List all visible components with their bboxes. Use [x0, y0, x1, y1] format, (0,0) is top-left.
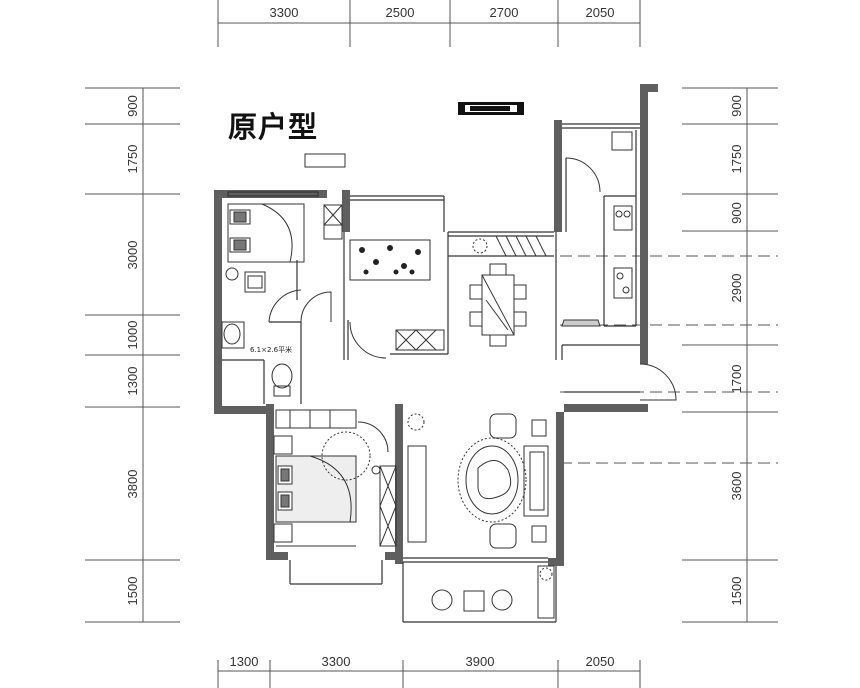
- bottom-dim-3: 3900: [466, 654, 495, 669]
- furniture: [221, 131, 633, 619]
- door-swings: [268, 157, 677, 453]
- bottom-dim-4: 2050: [586, 654, 615, 669]
- sofa: [523, 445, 549, 517]
- balcony-table: [463, 590, 485, 612]
- right-dim-7: 1500: [729, 577, 744, 606]
- range-hood: [561, 319, 601, 327]
- walls: [214, 84, 658, 566]
- living-rug: [457, 437, 527, 523]
- round-chair: [321, 431, 371, 481]
- axis-dashed-lines: [560, 255, 778, 464]
- right-dim-5: 1700: [729, 365, 744, 394]
- left-dimension-line: [85, 87, 180, 623]
- left-dim-6: 3800: [125, 470, 140, 499]
- dining-chair: [489, 334, 507, 347]
- right-dim-4: 2900: [729, 274, 744, 303]
- coffee-table: [477, 460, 512, 500]
- armchair: [489, 413, 517, 439]
- left-dim-1: 900: [125, 95, 140, 117]
- side-table: [531, 525, 547, 543]
- top-dimension-line: [217, 0, 641, 47]
- dining-chair: [513, 284, 527, 300]
- bathroom-area-note: 6.1×2.6平米: [250, 345, 292, 354]
- left-dim-5: 1300: [125, 367, 140, 396]
- washbasin: [223, 323, 241, 345]
- left-dim-3: 3000: [125, 241, 140, 270]
- left-dim-7: 1500: [125, 577, 140, 606]
- armchair: [489, 523, 517, 549]
- plan-title: 原户型: [228, 110, 319, 144]
- bottom-dimension-line: [217, 660, 641, 688]
- top-dim-3: 2700: [490, 5, 519, 20]
- side-table: [531, 419, 547, 437]
- dining-chair: [469, 311, 483, 327]
- dining-chair: [489, 263, 507, 276]
- stove: [613, 267, 633, 299]
- toilet: [271, 363, 293, 389]
- bottom-dim-1: 1300: [230, 654, 259, 669]
- plant: [472, 238, 488, 254]
- wardrobe-lower: [395, 329, 445, 351]
- balcony-chair: [491, 589, 513, 611]
- fridge: [611, 131, 633, 151]
- left-dim-2: 1750: [125, 145, 140, 174]
- top-dim-2: 2500: [386, 5, 415, 20]
- plant: [407, 413, 425, 431]
- dining-chair: [469, 284, 483, 300]
- right-dim-3: 900: [729, 202, 744, 224]
- north-indicator: [458, 102, 524, 115]
- bottom-dim-2: 3300: [322, 654, 351, 669]
- master-bed: [227, 203, 305, 263]
- top-dim-4: 2050: [586, 5, 615, 20]
- right-dimension-line: [682, 87, 778, 623]
- interior-lines: [222, 123, 640, 623]
- plant: [539, 567, 553, 581]
- sink: [613, 205, 633, 231]
- wardrobe-upper: [349, 239, 431, 281]
- dining-chair: [513, 311, 527, 327]
- balcony-chair: [431, 589, 453, 611]
- tv-cabinet: [407, 445, 427, 543]
- legend-box: [304, 153, 346, 168]
- left-dim-4: 1000: [125, 321, 140, 350]
- wardrobe-pattern: [359, 245, 421, 275]
- right-dim-6: 3600: [729, 472, 744, 501]
- top-dim-1: 3300: [270, 5, 299, 20]
- right-dim-2: 1750: [729, 145, 744, 174]
- right-dim-1: 900: [729, 95, 744, 117]
